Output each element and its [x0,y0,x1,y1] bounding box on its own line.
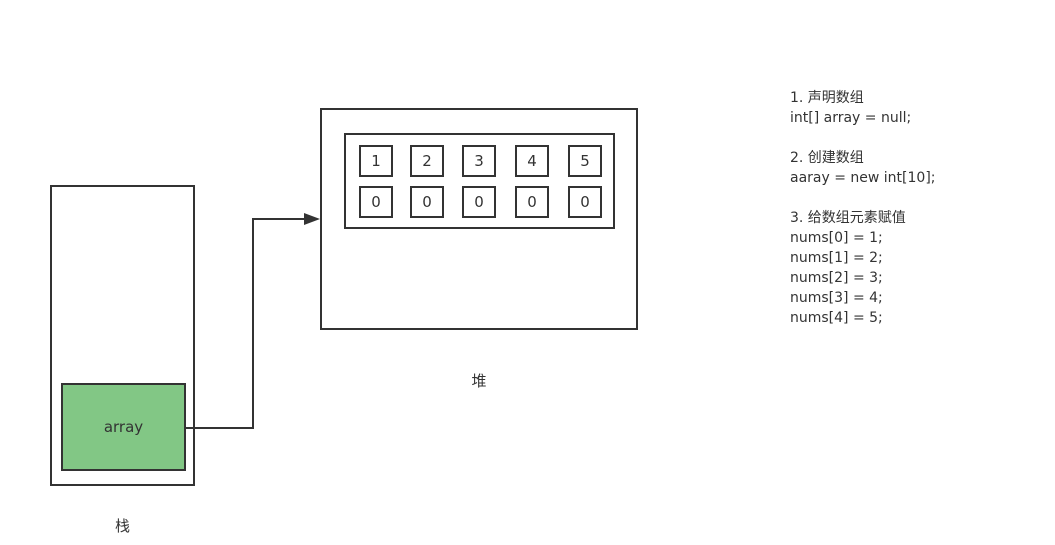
note-line [790,188,1040,208]
note-line: nums[3] = 4; [790,290,883,306]
heap-array-object: 1 2 3 4 5 0 0 0 0 0 [344,133,615,229]
value-cell-1: 0 [410,186,444,218]
index-cell-text: 4 [527,152,537,170]
value-cell-text: 0 [371,193,381,211]
note-line: int[] array = null; [790,110,912,126]
note-line: 2. 创建数组 [790,150,864,166]
value-cell-0: 0 [359,186,393,218]
note-line: 1. 声明数组 [790,90,864,106]
code-notes: 1. 声明数组 int[] array = null; 2. 创建数组 aaray =… [790,88,1040,328]
note-line: nums[1] = 2; [790,250,883,266]
value-cell-3: 0 [515,186,549,218]
value-cell-text: 0 [422,193,432,211]
index-cell-text: 1 [371,152,381,170]
note-line [790,128,1040,148]
value-cell-text: 0 [527,193,537,211]
note-line: 3. 给数组元素赋值 [790,210,906,226]
array-variable-label: array [103,418,144,436]
index-cell-0: 1 [359,145,393,177]
index-cell-1: 2 [410,145,444,177]
note-line: nums[0] = 1; [790,230,883,246]
index-cell-4: 5 [568,145,602,177]
heap-label: 堆 [471,372,487,390]
value-cell-text: 0 [580,193,590,211]
index-cell-2: 3 [462,145,496,177]
array-variable: array [61,383,186,471]
index-cell-text: 5 [580,152,590,170]
note-line: aaray = new int[10]; [790,170,936,186]
index-cell-text: 2 [422,152,432,170]
value-cell-4: 0 [568,186,602,218]
note-line: nums[4] = 5; [790,310,883,326]
stack-label: 栈 [114,517,130,535]
index-cell-text: 3 [474,152,484,170]
value-cell-text: 0 [474,193,484,211]
value-cell-2: 0 [462,186,496,218]
reference-line [186,218,306,429]
index-cell-3: 4 [515,145,549,177]
note-line: nums[2] = 3; [790,270,883,286]
arrow-head-icon [304,213,320,225]
